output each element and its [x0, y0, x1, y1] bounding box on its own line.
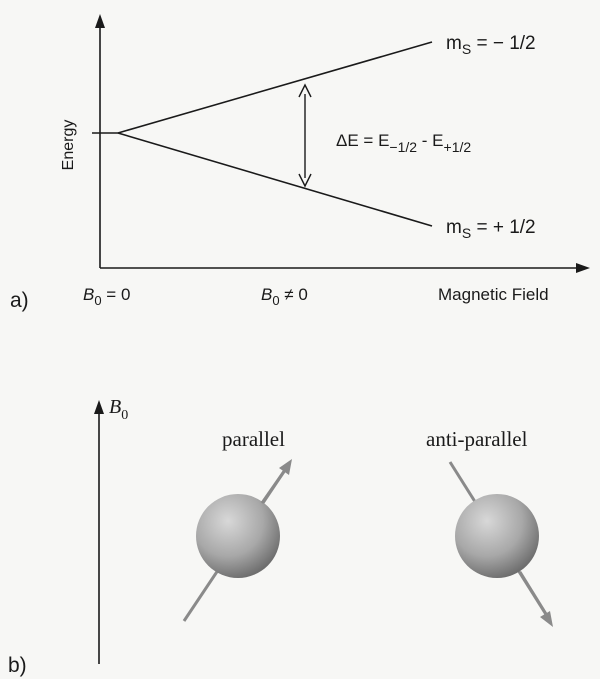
energy-axis-arrowhead	[95, 14, 105, 28]
panel-a-label: a)	[10, 289, 29, 312]
tick-b0-nonzero: B0 ≠ 0	[261, 285, 308, 308]
parallel-spin-arrowhead	[279, 459, 292, 475]
antiparallel-spin-bottom	[518, 571, 548, 615]
delta-e-equation: ΔE = E−1/2 - E+1/2	[336, 131, 471, 155]
antiparallel-spin-arrowhead	[540, 611, 553, 627]
tick-b0-zero: B0 = 0	[83, 285, 130, 308]
parallel-spin	[182, 459, 292, 622]
field-direction-arrowhead	[94, 400, 104, 414]
lower-level-label: mS = + 1/2	[446, 217, 536, 241]
spin-orientation-panel: B0 parallel anti-parallel b)	[8, 396, 553, 677]
delta-e-arrowhead-top	[298, 83, 312, 98]
parallel-spin-top	[260, 469, 287, 504]
parallel-nucleus	[196, 494, 280, 578]
lower-level-line	[117, 132, 433, 227]
antiparallel-spin	[448, 461, 553, 627]
energy-level-panel: Energy mS = − 1/2 mS = + 1/2 ΔE = E−1/2 …	[10, 14, 590, 312]
delta-e-arrowhead-bottom	[298, 173, 312, 188]
antiparallel-label: anti-parallel	[426, 427, 528, 451]
parallel-label: parallel	[222, 427, 285, 451]
energy-axis-label: Energy	[60, 120, 77, 171]
field-axis-label: Magnetic Field	[438, 285, 549, 304]
panel-b-label: b)	[8, 654, 27, 677]
field-axis-arrowhead	[576, 263, 590, 273]
field-label: B0	[109, 396, 128, 423]
upper-level-label: mS = − 1/2	[446, 33, 536, 57]
upper-level-line	[117, 41, 433, 134]
antiparallel-nucleus	[455, 494, 539, 578]
